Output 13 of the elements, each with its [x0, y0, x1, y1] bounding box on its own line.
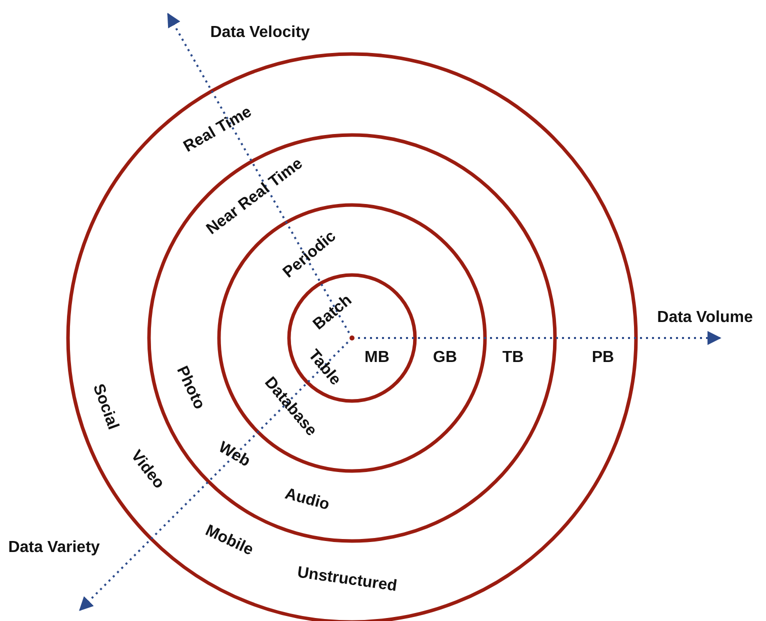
- ring-label: Audio: [283, 486, 331, 514]
- axis-label: Data Volume: [657, 310, 753, 326]
- axis-label: Data Variety: [8, 540, 100, 556]
- scale-label: MB: [364, 350, 390, 366]
- ring-label: Social: [89, 382, 121, 432]
- ring-label: Web: [216, 440, 252, 470]
- scale-label: GB: [433, 350, 457, 366]
- scale-label: TB: [502, 350, 524, 366]
- ring-label: Unstructured: [296, 565, 398, 595]
- ring-label: Real Time: [181, 104, 255, 156]
- ring-label: Photo: [173, 364, 207, 412]
- axis-label: Data Velocity: [210, 25, 310, 41]
- scale-label: PB: [592, 350, 614, 366]
